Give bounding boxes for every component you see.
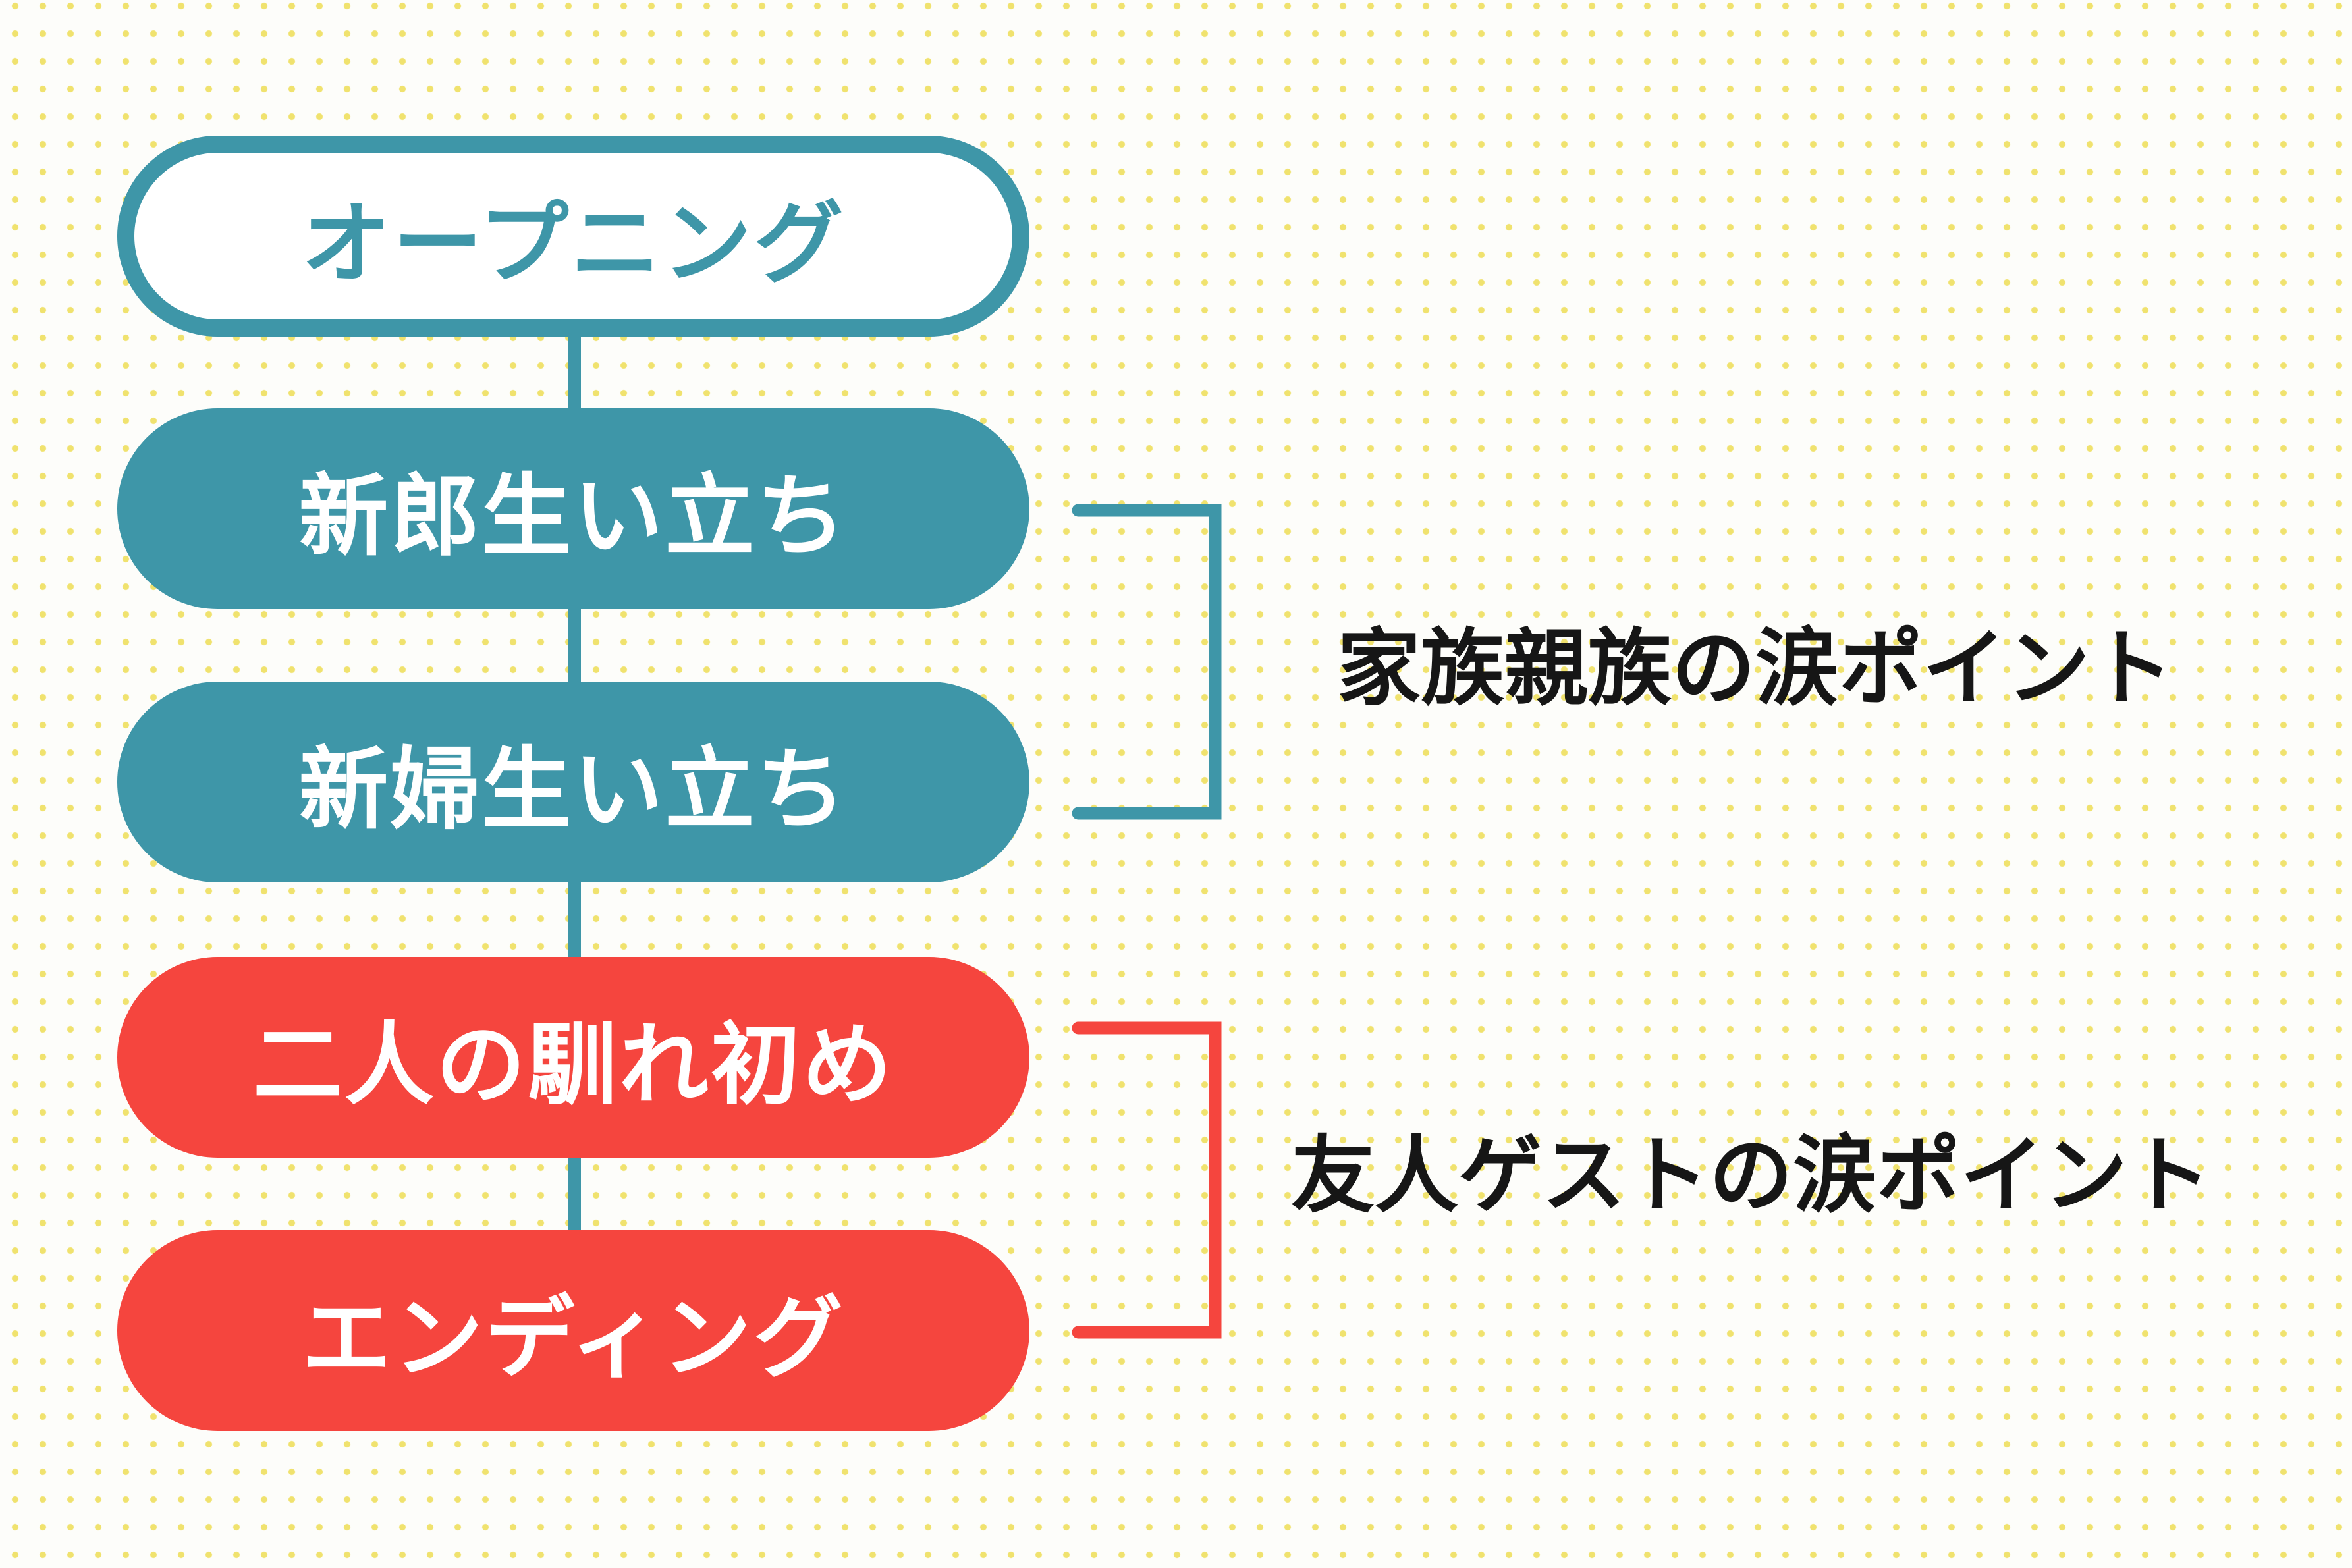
flow-step-groom-history: 新郎生い立ち	[117, 408, 1029, 609]
friends-bracket	[1072, 1021, 1222, 1339]
flow-step-label: 新郎生い立ち	[298, 466, 848, 566]
flow-step-label: 二人の馴れ初め	[253, 1015, 894, 1115]
flow-step-label: 新婦生い立ち	[298, 740, 848, 840]
annotation-family-tears: 家族親族の涙ポイント	[1337, 622, 2174, 715]
flow-step-ending: エンディング	[117, 1230, 1029, 1431]
flow-step-opening: オープニング	[117, 136, 1029, 337]
flow-step-label: エンディング	[302, 1288, 845, 1388]
annotation-friends-tears: 友人ゲストの涙ポイント	[1291, 1129, 2212, 1222]
flow-step-label: オープニング	[301, 194, 846, 294]
family-bracket	[1072, 504, 1222, 820]
flow-step-love-story: 二人の馴れ初め	[117, 957, 1029, 1158]
flow-step-bride-history: 新婦生い立ち	[117, 682, 1029, 882]
